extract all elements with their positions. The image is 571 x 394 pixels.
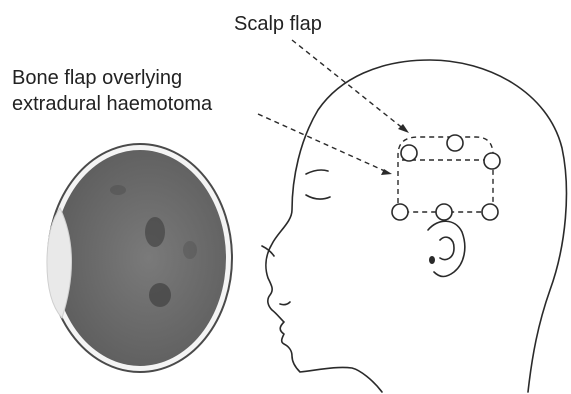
closed-eye <box>306 195 330 199</box>
bone-flap <box>392 135 500 220</box>
eyebrow <box>306 170 328 174</box>
ct-ventricle-lower <box>149 283 171 307</box>
bone-flap-leader <box>258 114 387 172</box>
lips <box>280 302 290 305</box>
burr-hole <box>447 135 463 151</box>
ct-ventricle-upper <box>145 217 165 247</box>
burr-hole <box>392 204 408 220</box>
scalp-flap-leader <box>292 40 405 130</box>
ct-brain <box>54 150 226 366</box>
ear-canal <box>429 256 435 264</box>
ct-scan <box>47 144 232 372</box>
burr-hole <box>401 145 417 161</box>
bone-flap-label-line1: Bone flap overlying <box>12 67 182 89</box>
bone-flap-label-line2: extradural haemotoma <box>12 93 213 115</box>
head-outline <box>266 60 567 392</box>
burr-hole <box>436 204 452 220</box>
burr-hole <box>484 153 500 169</box>
head-profile <box>262 60 566 392</box>
burr-hole <box>482 204 498 220</box>
ear-inner <box>440 237 454 259</box>
scalp-flap-label: Scalp flap <box>234 13 322 35</box>
ear-outline <box>428 221 465 276</box>
leader-lines <box>258 40 409 175</box>
